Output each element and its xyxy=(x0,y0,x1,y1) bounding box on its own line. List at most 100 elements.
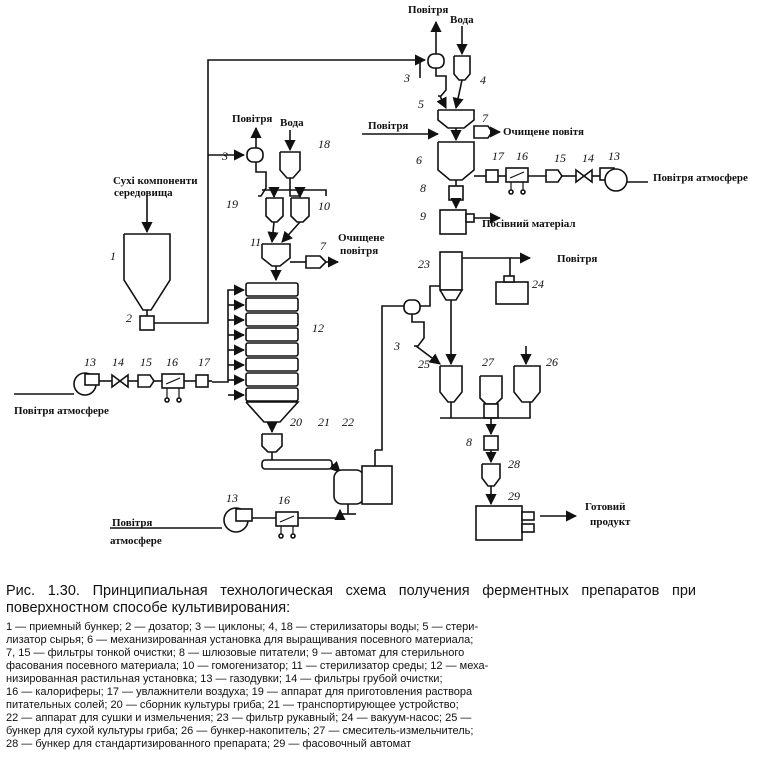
figure-caption: Рис. 1.30. Принципиальная технологическа… xyxy=(6,583,696,751)
standard-product-hopper-28 xyxy=(481,463,501,506)
legend-line: бункер для сухой культуры гриба; 26 — бу… xyxy=(6,725,474,737)
num-7-middle: 7 xyxy=(320,239,327,253)
legend-line: низированная растильная установка; 13 — … xyxy=(6,673,443,685)
label-air-top: Повітря xyxy=(408,4,448,16)
cyclone-3-middle xyxy=(246,126,267,197)
num-11: 11 xyxy=(250,235,261,249)
label-atm-air-right: Повітря атмосфере xyxy=(653,172,748,184)
num-5: 5 xyxy=(418,97,424,111)
label-air-6: Повітря xyxy=(368,120,408,132)
num-14-right: 14 xyxy=(582,151,594,165)
sluice-feeder-8-top xyxy=(448,185,464,201)
num-14-left: 14 xyxy=(112,355,124,369)
label-ready-product-2: продукт xyxy=(590,516,631,528)
num-8-top: 8 xyxy=(420,181,426,195)
homogenizer-10 xyxy=(290,186,310,223)
label-seed-material: Посівний матеріал xyxy=(482,218,576,230)
num-16-left: 16 xyxy=(166,355,178,369)
line-22-to-cyclone xyxy=(375,305,404,451)
label-atm-air-left: Повітря атмосфере xyxy=(14,405,109,417)
mixer-mill-27 xyxy=(479,375,503,419)
legend-line: 1 — приемный бункер; 2 — дозатор; 3 — ци… xyxy=(6,621,479,633)
vacuum-pump-24 xyxy=(495,275,529,305)
num-9: 9 xyxy=(420,209,426,223)
num-29: 29 xyxy=(508,489,520,503)
seed-filling-automat-9 xyxy=(439,209,502,235)
label-clean-air-mid-1: Очищене xyxy=(338,232,385,244)
cyclone-3-right xyxy=(403,285,441,365)
heater-16-left xyxy=(161,373,185,403)
num-17-right: 17 xyxy=(492,149,505,163)
process-flow-diagram: Повітря Вода Повітря Вода Повітря Очищен… xyxy=(14,4,748,547)
label-water-top: Вода xyxy=(450,14,474,26)
num-7-top: 7 xyxy=(482,111,489,125)
cyclone-3-top xyxy=(427,20,447,97)
bag-filter-23 xyxy=(439,251,532,366)
num-16-right: 16 xyxy=(516,149,528,163)
num-12: 12 xyxy=(312,321,324,335)
growing-installation-12 xyxy=(245,282,300,434)
num-4: 4 xyxy=(480,73,486,87)
num-16-bottom: 16 xyxy=(278,493,290,507)
humidifier-17-right xyxy=(485,169,499,183)
num-3-top: 3 xyxy=(403,71,410,85)
coarse-filter-14-left xyxy=(111,373,122,389)
legend-line: фасования посевного материала; 10 — гомо… xyxy=(6,660,489,672)
num-21: 21 xyxy=(318,415,330,429)
heater-16-bottom xyxy=(275,511,299,539)
fine-filter-7-middle xyxy=(290,255,340,269)
legend-line: 28 — бункер для стандартизированного пре… xyxy=(6,738,412,750)
sluice-feeder-8-bottom xyxy=(483,435,499,451)
caption-title: Рис. 1.30. Принципиальная технологическа… xyxy=(6,583,696,616)
num-15-left: 15 xyxy=(140,355,152,369)
gas-blower-13-right xyxy=(599,167,628,192)
fine-filter-7-top xyxy=(473,125,502,139)
num-13-bottom: 13 xyxy=(226,491,238,505)
num-26: 26 xyxy=(546,355,558,369)
num-8-bottom: 8 xyxy=(466,435,472,449)
num-15-right: 15 xyxy=(554,151,566,165)
heater-16-right xyxy=(505,167,529,195)
num-1: 1 xyxy=(110,249,116,263)
packing-automat-29 xyxy=(475,505,578,541)
label-atm-air-bottom-1: Повітря xyxy=(112,517,152,529)
dosing-unit-2 xyxy=(139,315,155,331)
label-water-middle: Вода xyxy=(280,117,304,129)
coarse-filter-14-right xyxy=(575,168,586,184)
dry-culture-hopper-25 xyxy=(439,365,463,403)
label-atm-air-bottom-2: атмосфере xyxy=(110,535,162,547)
num-20: 20 xyxy=(290,415,302,429)
storage-hopper-26 xyxy=(513,346,541,403)
caption-legend: 1 — приемный бункер; 2 — дозатор; 3 — ци… xyxy=(6,621,696,751)
label-clean-air-top: Очищене повітя xyxy=(503,126,584,138)
water-sterilizer-18 xyxy=(279,130,301,186)
num-13-right: 13 xyxy=(608,149,620,163)
label-air-24: Повітря xyxy=(557,253,597,265)
label-dry-components-1: Сухі компоненти xyxy=(113,175,198,187)
num-23: 23 xyxy=(418,257,430,271)
num-22: 22 xyxy=(342,415,354,429)
num-28: 28 xyxy=(508,457,520,471)
legend-line: 7, 15 — фильтры тонкой очистки; 8 — шлюз… xyxy=(6,647,465,659)
gas-blower-13-bottom xyxy=(223,507,253,533)
num-10: 10 xyxy=(318,199,330,213)
raw-sterilizer-5 xyxy=(437,109,475,142)
num-18: 18 xyxy=(318,137,330,151)
fine-filter-15-right xyxy=(545,169,563,183)
legend-line: 16 — калориферы; 17 — увлажнители воздух… xyxy=(6,686,473,698)
num-2: 2 xyxy=(126,311,132,325)
num-13-left: 13 xyxy=(84,355,96,369)
num-25: 25 xyxy=(418,357,430,371)
water-sterilizer-4 xyxy=(453,26,471,81)
num-24: 24 xyxy=(532,277,544,291)
num-3-right: 3 xyxy=(393,339,400,353)
num-19: 19 xyxy=(226,197,238,211)
num-6: 6 xyxy=(416,153,422,167)
salt-solution-apparatus-19 xyxy=(265,186,284,223)
num-3-middle: 3 xyxy=(221,149,228,163)
legend-line: питательных солей; 20 — сборник культуры… xyxy=(6,699,459,711)
drying-mill-22 xyxy=(333,450,393,515)
conveyor-21 xyxy=(261,459,341,473)
label-clean-air-mid-2: повітря xyxy=(340,245,378,257)
humidifier-17-left xyxy=(195,374,209,388)
